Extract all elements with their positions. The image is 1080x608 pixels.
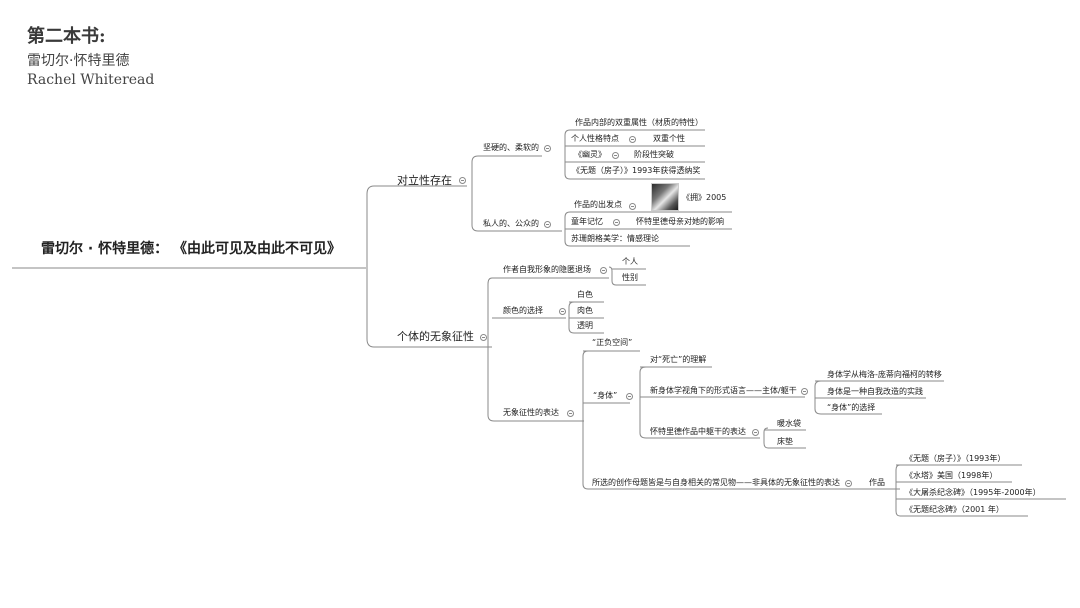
collapse-circle-icon[interactable] — [612, 152, 619, 159]
node-color-choice[interactable]: 颜色的选择 — [503, 306, 543, 315]
node-hot-water-bottle[interactable]: 暖水袋 — [777, 419, 801, 428]
node-dual-attribute[interactable]: 作品内部的双重属性（材质的特性） — [575, 118, 703, 127]
node-everyday-objects-theme[interactable]: 所选的创作母题皆是与自身相关的常见物——非具体的无象征性的表达 — [592, 478, 840, 487]
branch-opposing-existence[interactable]: 对立性存在 — [397, 174, 452, 187]
node-body[interactable]: “身体” — [593, 391, 618, 400]
node-mother-influence[interactable]: 怀特里德母亲对她的影响 — [636, 217, 724, 226]
node-transparent[interactable]: 透明 — [577, 321, 593, 330]
node-work-house-1993[interactable]: 《无题（房子）》（1993年） — [905, 454, 1006, 463]
node-starting-point[interactable]: 作品的出发点 — [574, 200, 622, 209]
page-subtitle: 雷切尔·怀特里德 — [27, 53, 130, 69]
collapse-circle-icon[interactable] — [626, 393, 633, 400]
collapse-circle-icon[interactable] — [600, 267, 607, 274]
collapse-circle-icon[interactable] — [544, 145, 551, 152]
node-merleau-ponty-foucault[interactable]: 身体学从梅洛-庞蒂向福柯的转移 — [827, 370, 942, 379]
node-work-untitled-monument-2001[interactable]: 《无题纪念碑》（2001 年） — [905, 505, 1004, 514]
page-title: 第二本书: — [27, 26, 106, 47]
node-mattress[interactable]: 床垫 — [777, 437, 793, 446]
node-ghost-work[interactable]: 《幽灵》 — [574, 150, 606, 159]
node-works[interactable]: 作品 — [869, 478, 885, 487]
node-embrace-2005[interactable]: 《拥》2005 — [682, 193, 727, 202]
node-breakthrough[interactable]: 阶段性突破 — [634, 150, 674, 159]
node-hard-soft[interactable]: 坚硬的、柔软的 — [483, 143, 539, 152]
mindmap-root-node[interactable]: 雷切尔 · 怀特里德： 《由此可见及由此不可见》 — [41, 241, 341, 257]
node-death-understanding[interactable]: 对“死亡”的理解 — [650, 355, 707, 364]
node-personality[interactable]: 个人性格特点 — [571, 134, 619, 143]
node-gender[interactable]: 性别 — [622, 273, 638, 282]
collapse-circle-icon[interactable] — [845, 480, 852, 487]
collapse-circle-icon[interactable] — [567, 410, 574, 417]
collapse-circle-icon[interactable] — [459, 177, 466, 184]
node-private-public[interactable]: 私人的、公众的 — [483, 219, 539, 228]
node-body-choice[interactable]: “身体”的选择 — [827, 403, 876, 412]
node-house-turner-prize[interactable]: 《无题（房子）》1993年获得透纳奖 — [572, 166, 701, 175]
node-work-water-tower-1998[interactable]: 《水塔》美国（1998年） — [905, 471, 998, 480]
collapse-circle-icon[interactable] — [544, 221, 551, 228]
node-dual-personality[interactable]: 双重个性 — [653, 134, 685, 143]
node-flesh[interactable]: 肉色 — [577, 306, 593, 315]
collapse-circle-icon[interactable] — [559, 308, 566, 315]
node-self-transformation[interactable]: 身体是一种自我改造的实践 — [827, 387, 923, 396]
node-individual[interactable]: 个人 — [622, 257, 638, 266]
artwork-photo-thumbnail — [651, 183, 679, 211]
node-new-body-studies[interactable]: 新身体学视角下的形式语言——主体/躯干 — [650, 386, 797, 395]
collapse-circle-icon[interactable] — [480, 334, 487, 341]
collapse-circle-icon[interactable] — [801, 388, 808, 395]
branch-individual-non-symbolic[interactable]: 个体的无象征性 — [397, 330, 474, 343]
node-torso-expression[interactable]: 怀特里德作品中躯干的表达 — [650, 427, 746, 436]
node-work-holocaust-memorial[interactable]: 《大屠杀纪念碑》（1995年-2000年） — [905, 488, 1041, 497]
node-childhood-memory[interactable]: 童年记忆 — [571, 217, 603, 226]
collapse-circle-icon[interactable] — [629, 203, 636, 210]
page-subtitle-english: Rachel Whiteread — [27, 72, 155, 88]
node-white[interactable]: 白色 — [577, 290, 593, 299]
collapse-circle-icon[interactable] — [752, 429, 759, 436]
node-non-symbolic-expression[interactable]: 无象征性的表达 — [503, 408, 559, 417]
collapse-circle-icon[interactable] — [613, 219, 620, 226]
collapse-circle-icon[interactable] — [629, 136, 636, 143]
node-positive-negative-space[interactable]: “正负空间” — [592, 338, 633, 347]
node-langer-aesthetics[interactable]: 苏珊朗格美学：情感理论 — [571, 234, 659, 243]
node-self-image-exit[interactable]: 作者自我形象的隐匿退场 — [503, 265, 591, 274]
